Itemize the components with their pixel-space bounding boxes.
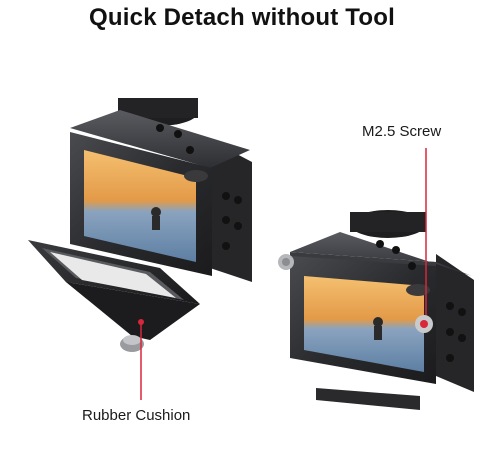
label-rubber-cushion: Rubber Cushion [82,407,191,424]
label-m25-screw: M2.5 Screw [362,123,442,140]
right-cage [278,210,474,410]
page-title: Quick Detach without Tool [89,4,395,31]
m25-screw-pointer [415,148,433,333]
detached-frame [28,240,200,352]
left-cage [70,98,252,282]
rubber-cushion-pointer [138,319,144,400]
